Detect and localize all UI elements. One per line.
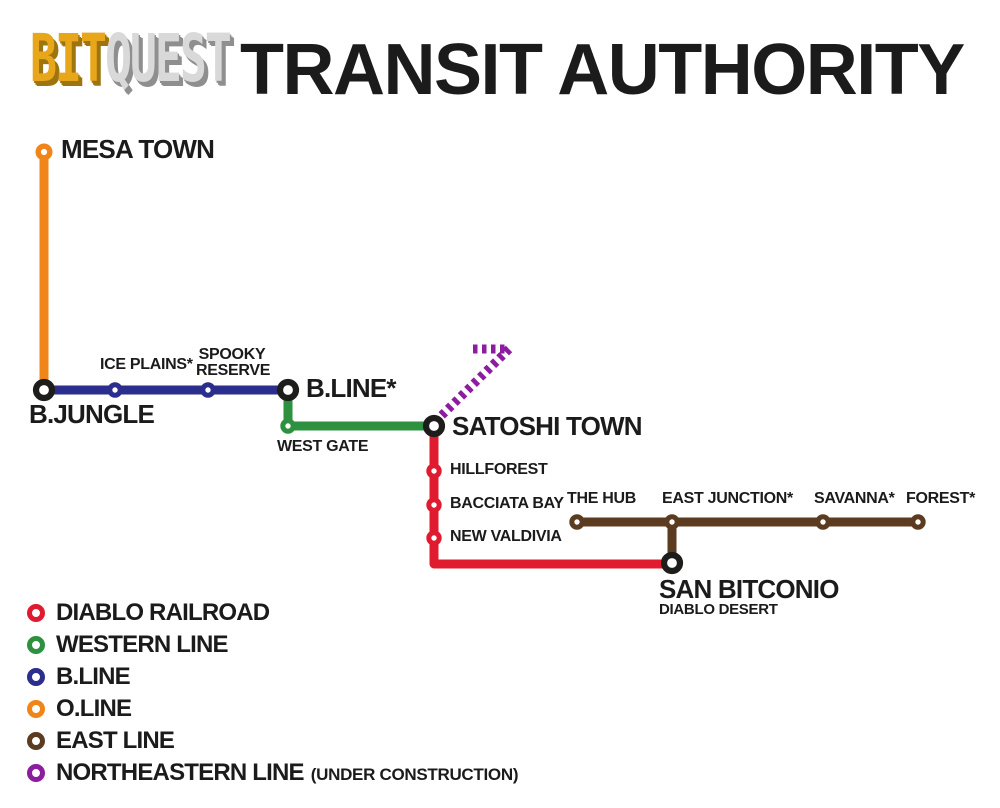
legend-label: O.LINE: [56, 695, 132, 722]
station-satoshi-town: [422, 414, 446, 438]
east-line-path: [577, 517, 918, 563]
label-mesa-town: MESA TOWN: [61, 134, 215, 164]
legend-item-diablo-railroad: DIABLO RAILROAD: [27, 597, 518, 629]
diablo-railroad-ring-icon: [27, 604, 45, 622]
northeastern-line-path: [436, 344, 514, 421]
legend-label: WESTERN LINE: [56, 631, 229, 658]
label-ice-plains: ICE PLAINS*: [100, 356, 193, 373]
label-the-hub: THE HUB: [567, 490, 637, 507]
station-west-gate: [280, 418, 296, 434]
under-construction-note: (UNDER CONSTRUCTION): [310, 765, 519, 784]
logo-bit-text: BIT: [30, 20, 107, 97]
label-forest: FOREST*: [906, 490, 976, 507]
label-spooky-reserve: SPOOKY RESERVE: [196, 346, 271, 379]
label-diablo-desert: DIABLO DESERT: [659, 601, 778, 618]
station-spooky-reserve: [200, 382, 216, 398]
bitquest-logo: BITQUEST: [30, 26, 232, 92]
station-savanna: [815, 514, 831, 530]
station-forest: [910, 514, 926, 530]
page-title: TRANSIT AUTHORITY: [240, 30, 965, 110]
legend: DIABLO RAILROAD WESTERN LINE B.LINE O.LI…: [27, 597, 518, 789]
label-hillforest: HILLFOREST: [450, 461, 548, 478]
legend-item-east-line: EAST LINE: [27, 725, 518, 757]
station-ice-plains: [107, 382, 123, 398]
station-hillforest: [426, 463, 442, 479]
station-b-line-star: [276, 378, 300, 402]
label-east-junction: EAST JUNCTION*: [662, 490, 793, 507]
northeastern-line-ring-icon: [27, 764, 45, 782]
legend-label: EAST LINE: [56, 727, 175, 754]
label-b-line-star: B.LINE*: [306, 373, 397, 403]
station-b-jungle: [32, 378, 56, 402]
label-bacciata-bay: BACCIATA BAY: [450, 495, 564, 512]
label-new-valdivia: NEW VALDIVIA: [450, 528, 562, 545]
label-west-gate: WEST GATE: [277, 438, 369, 455]
station-new-valdivia: [426, 530, 442, 546]
station-bacciata-bay: [426, 497, 442, 513]
logo-quest-text: QUEST: [104, 20, 232, 97]
western-line-ring-icon: [27, 636, 45, 654]
station-east-junction: [664, 514, 680, 530]
legend-label: B.LINE: [56, 663, 131, 690]
east-line-ring-icon: [27, 732, 45, 750]
b-line-ring-icon: [27, 668, 45, 686]
label-b-jungle: B.JUNGLE: [29, 399, 155, 429]
station-san-bitconio: [660, 551, 684, 575]
legend-label: NORTHEASTERN LINE: [56, 759, 305, 786]
label-savanna: SAVANNA*: [814, 490, 895, 507]
legend-item-o-line: O.LINE: [27, 693, 518, 725]
legend-item-b-line: B.LINE: [27, 661, 518, 693]
legend-item-western-line: WESTERN LINE: [27, 629, 518, 661]
legend-item-northeastern-line: NORTHEASTERN LINE (UNDER CONSTRUCTION): [27, 757, 518, 789]
label-satoshi-town: SATOSHI TOWN: [452, 411, 643, 441]
legend-label: DIABLO RAILROAD: [56, 599, 270, 626]
station-mesa-town: [35, 143, 53, 161]
station-the-hub: [569, 514, 585, 530]
o-line-ring-icon: [27, 700, 45, 718]
label-san-bitconio: SAN BITCONIO: [659, 574, 839, 604]
